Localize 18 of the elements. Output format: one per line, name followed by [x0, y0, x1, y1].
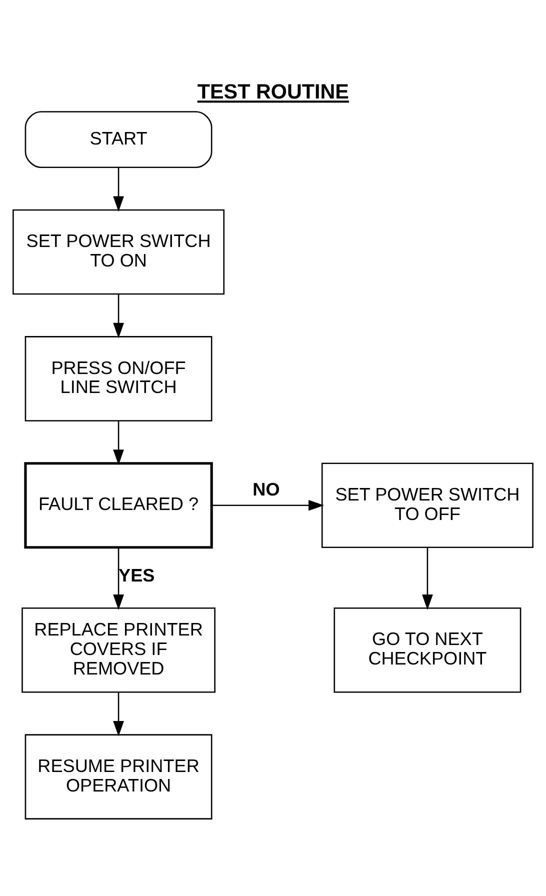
arrow [212, 499, 324, 510]
node-box: PRESS ON/OFF LINE SWITCH [24, 336, 212, 421]
node-box: START [24, 110, 212, 168]
node-box: SET POWER SWITCH TO ON [12, 208, 225, 294]
edge-label: NO [252, 478, 280, 499]
node-box: SET POWER SWITCH TO OFF [321, 462, 534, 548]
arrow [113, 546, 124, 610]
arrow [113, 692, 124, 736]
node-box: REPLACE PRINTER COVERS IF REMOVED [22, 606, 216, 692]
edge-label: YES [118, 564, 155, 585]
node-box: GO TO NEXT CHECKPOINT [334, 606, 522, 692]
arrow [113, 420, 124, 465]
node-box: FAULT CLEARED ? [24, 462, 213, 548]
arrow [113, 166, 124, 212]
node-box: RESUME PRINTER OPERATION [24, 734, 212, 819]
arrow [113, 294, 124, 338]
diagram-title: TEST ROUTINE [197, 80, 349, 104]
arrow [422, 546, 433, 610]
